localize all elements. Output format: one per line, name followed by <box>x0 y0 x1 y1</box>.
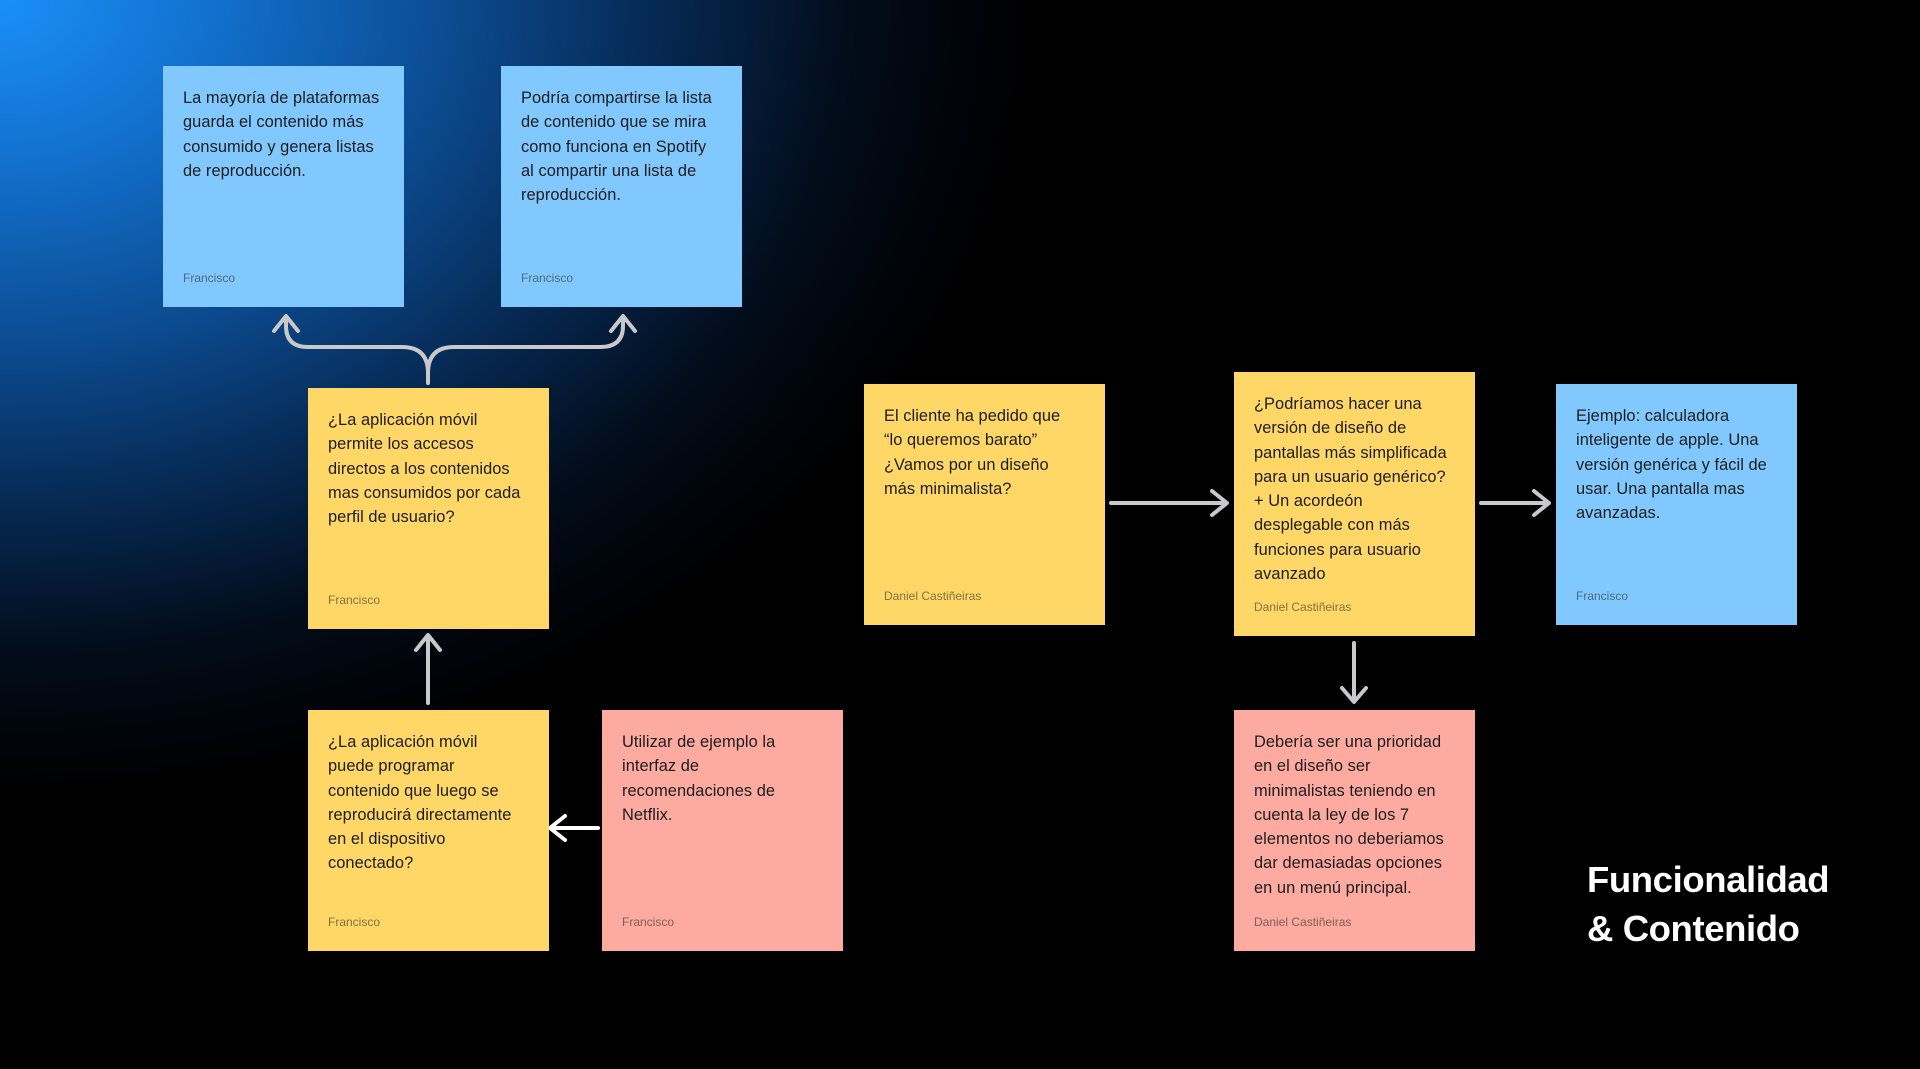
arrow-head-n6-to-n7 <box>1210 489 1229 517</box>
note-author: Daniel Castiñeiras <box>884 589 982 603</box>
arrow-head-n7-to-n8 <box>1532 489 1551 517</box>
board-title: Funcionalidad & Contenido <box>1587 855 1830 953</box>
sticky-note-n6[interactable]: El cliente ha pedido que “lo queremos ba… <box>864 384 1105 625</box>
note-author: Francisco <box>328 593 381 607</box>
note-text: ¿Podríamos hacer una versión de diseño d… <box>1254 395 1447 584</box>
note-text: Utilizar de ejemplo la interfaz de recom… <box>622 733 776 824</box>
note-text: El cliente ha pedido que “lo queremos ba… <box>884 407 1061 498</box>
sticky-note-n7[interactable]: ¿Podríamos hacer una versión de diseño d… <box>1234 372 1475 636</box>
note-author: Francisco <box>1576 589 1629 603</box>
sticky-note-n1[interactable]: La mayoría de plataformas guarda el cont… <box>163 66 404 307</box>
note-author: Francisco <box>183 271 236 285</box>
note-text: ¿La aplicación móvil permite los accesos… <box>328 411 521 527</box>
branch-arrow-to-n2 <box>426 316 625 375</box>
arrow-head-n4-to-n3 <box>414 633 442 652</box>
note-text: Podría compartirse la lista de contenido… <box>521 89 712 205</box>
board-title-line-1: Funcionalidad <box>1587 859 1830 900</box>
note-author: Daniel Castiñeiras <box>1254 600 1352 614</box>
note-text: ¿La aplicación móvil puede programar con… <box>328 733 512 873</box>
note-text: Ejemplo: calculadora inteligente de appl… <box>1576 407 1767 523</box>
note-author: Francisco <box>328 915 381 929</box>
sticky-note-n3[interactable]: ¿La aplicación móvil permite los accesos… <box>308 388 549 629</box>
sticky-note-n2[interactable]: Podría compartirse la lista de contenido… <box>501 66 742 307</box>
sticky-note-n9[interactable]: Debería ser una prioridad en el diseño s… <box>1234 710 1475 951</box>
board-title-line-2: & Contenido <box>1587 908 1800 949</box>
sticky-note-n8[interactable]: Ejemplo: calculadora inteligente de appl… <box>1556 384 1797 625</box>
sticky-note-n4[interactable]: ¿La aplicación móvil puede programar con… <box>308 710 549 951</box>
sticky-note-n5[interactable]: Utilizar de ejemplo la interfaz de recom… <box>602 710 843 951</box>
arrow-head-n5-to-n4 <box>548 814 567 842</box>
note-text: La mayoría de plataformas guarda el cont… <box>183 89 380 180</box>
note-author: Francisco <box>622 915 675 929</box>
note-author: Francisco <box>521 271 574 285</box>
branch-arrow-to-n1 <box>284 316 430 385</box>
arrow-head-n7-to-n9 <box>1340 686 1368 704</box>
note-author: Daniel Castiñeiras <box>1254 915 1352 929</box>
branch-arrow-head-n2 <box>609 314 637 333</box>
branch-arrow-head-n1 <box>272 314 300 333</box>
note-text: Debería ser una prioridad en el diseño s… <box>1254 733 1444 897</box>
